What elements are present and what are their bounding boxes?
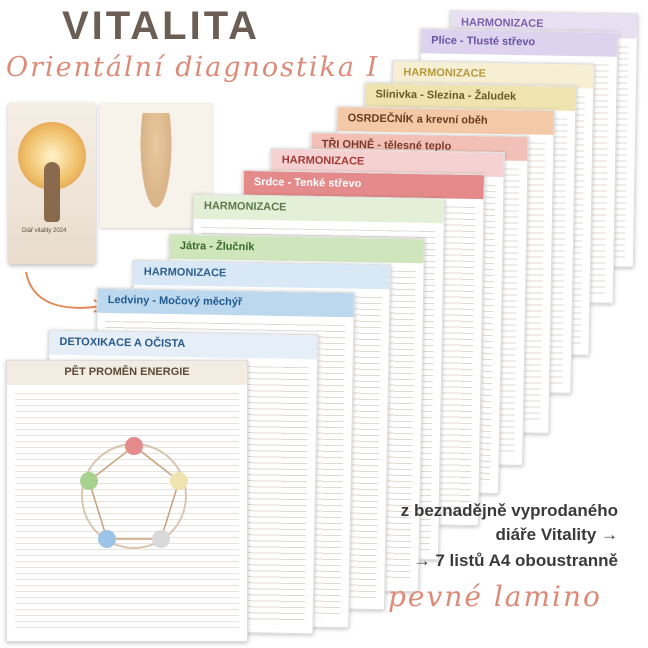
sheet-title: Ledviny - Močový měchýř [97, 288, 354, 318]
sheet-title: DETOXIKACE A OČISTA [49, 330, 318, 360]
meditation-figure [44, 162, 60, 222]
sheet-title: OSRDEČNÍK a krevní oběh [337, 107, 554, 135]
sheet-title: PĚT PROMĚN ENERGIE [7, 361, 247, 385]
sheet-title: Plíce - Tlusté střevo [420, 29, 618, 57]
diary-cover-text: Diář vitality 2024 [22, 228, 67, 234]
caption-line-2: diáře Vitality → [495, 525, 618, 544]
sheet-title: HARMONIZACE [133, 260, 390, 290]
caption-line-3: → 7 listů A4 oboustranně [413, 551, 618, 570]
brand-title: VITALITA [62, 4, 261, 48]
diary-cover: Diář vitality 2024 [8, 102, 96, 264]
sheet-pet-promen: PĚT PROMĚN ENERGIE [6, 360, 248, 642]
subtitle: Orientální diagnostika I [6, 52, 380, 83]
footer-script: pevné lamino [388, 580, 602, 613]
sheet-title: Játra - Žlučník [169, 234, 425, 264]
sheet-title: HARMONIZACE [193, 194, 445, 224]
caption-line-1: z beznadějně vyprodaného [400, 501, 618, 520]
body-diagram [138, 113, 174, 218]
five-elements-diagram [80, 437, 188, 549]
sheet-text-lines [15, 393, 239, 633]
